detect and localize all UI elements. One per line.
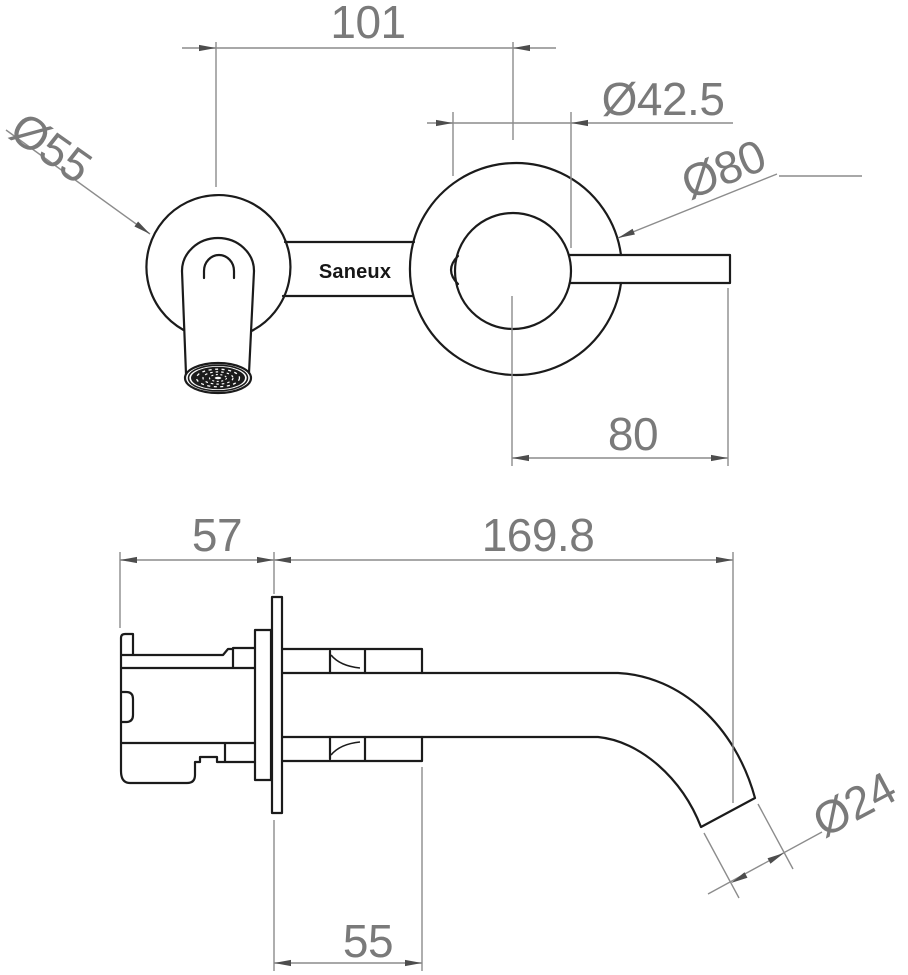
dim-55-dia-label: Ø55 — [1, 102, 101, 194]
mounting-nut — [253, 628, 273, 782]
dimension-lines — [5, 42, 862, 971]
spout-bend-outer-arc — [180, 236, 256, 273]
spout-collar-upper-curve — [330, 654, 361, 669]
valve-body — [119, 632, 257, 785]
spout-bend-inner-arc — [202, 253, 236, 280]
dim-42-5-label: Ø42.5 — [602, 73, 725, 125]
aerator — [183, 361, 253, 395]
brand-label: Saneux — [319, 261, 391, 283]
handle-lever — [567, 253, 732, 285]
spout-collar-lower — [281, 735, 424, 763]
wall-bar — [281, 240, 416, 298]
dim-169-8-label: 169.8 — [482, 509, 595, 561]
front-view: Saneux — [145, 161, 732, 395]
spout-collar-lower-curve — [330, 741, 361, 756]
dim-101-label: 101 — [330, 0, 405, 48]
dim-57-label: 57 — [192, 509, 242, 561]
spout-tube-side — [281, 671, 757, 829]
spout-tube-front — [180, 269, 256, 376]
dim-80-label: 80 — [608, 408, 658, 460]
handle-lever-butt — [449, 254, 460, 286]
spout-collar-upper — [281, 647, 424, 675]
handle-escutcheon-circle — [408, 161, 623, 377]
dim-80-dia-label: Ø80 — [674, 129, 773, 209]
spout-escutcheon-circle — [145, 193, 292, 333]
handle-boss-circle — [453, 211, 573, 331]
wall-plate — [270, 595, 284, 815]
side-view — [119, 595, 757, 829]
dim-55-label: 55 — [343, 915, 393, 967]
